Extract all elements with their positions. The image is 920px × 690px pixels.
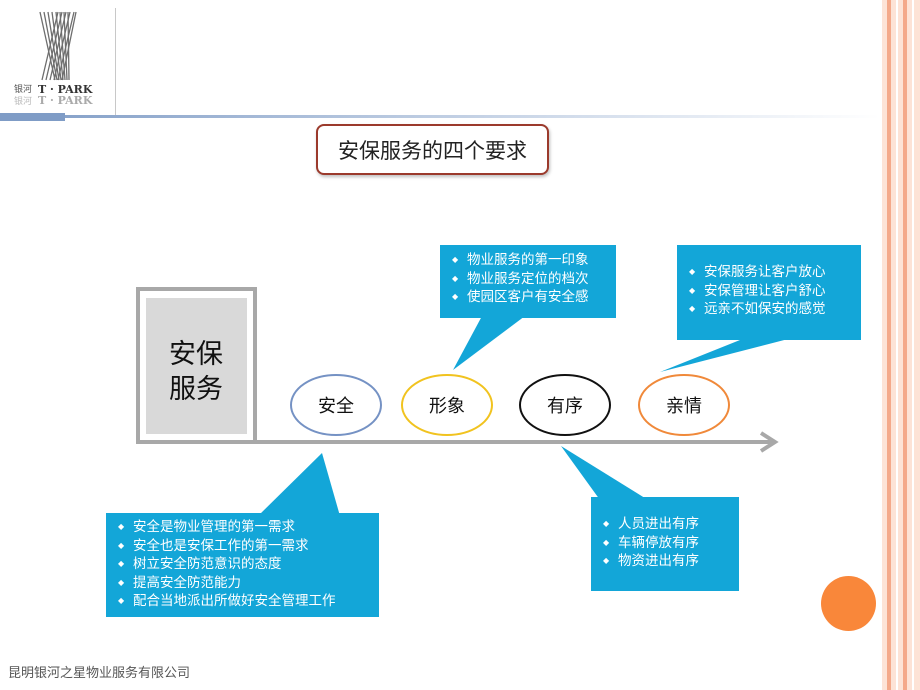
callout-family-item: 安保管理让客户舒心 [687,282,853,301]
callout-order: 人员进出有序 车辆停放有序 物资进出有序 [591,497,739,591]
callout-order-item: 人员进出有序 [601,515,731,534]
node-safety-label: 安全 [318,396,354,417]
right-border-stripe [903,0,907,690]
decorative-orange-circle [821,576,876,631]
node-safety [290,374,382,436]
logo-cn-name-reflection: 银河 [14,95,32,107]
callout-order-item: 车辆停放有序 [601,534,731,553]
page-title: 安保服务的四个要求 [316,124,549,175]
callout-safety-item: 配合当地派出所做好安全管理工作 [116,592,371,611]
callout-safety-item: 树立安全防范意识的态度 [116,555,371,574]
callout-image-item: 物业服务的第一印象 [450,251,608,270]
header-divider [0,113,880,121]
right-border-stripe [887,0,891,690]
callout-image-item: 物业服务定位的档次 [450,270,608,289]
callout-family-item: 安保服务让客户放心 [687,263,853,282]
company-logo: 银河 T · PARK 银河 T · PARK [14,11,93,107]
callout-safety-item: 安全是物业管理的第一需求 [116,518,371,537]
node-order [519,374,611,436]
callout-safety: 安全是物业管理的第一需求 安全也是安保工作的第一需求 树立安全防范意识的态度 提… [106,513,379,617]
right-border-stripe [896,0,898,690]
right-border-stripe [912,0,914,690]
logo-divider [115,8,116,116]
timeline-arrow-head [759,431,779,453]
node-image-label: 形象 [429,396,465,417]
callout-order-pointer [561,446,648,500]
callout-family: 安保服务让客户放心 安保管理让客户舒心 远亲不如保安的感觉 [677,245,861,340]
callout-safety-pointer [258,453,340,516]
main-box-frame [136,287,257,444]
node-family [638,374,730,436]
main-box-line2: 服务 [169,374,223,405]
callout-family-pointer [660,338,792,372]
node-order-label: 有序 [547,396,583,417]
callout-order-item: 物资进出有序 [601,552,731,571]
callout-image-item: 使园区客户有安全感 [450,288,608,307]
main-box-fill [146,298,247,434]
logo-brand: T · PARK [38,83,93,96]
footer-company-name: 昆明银河之星物业服务有限公司 [8,666,191,681]
node-family-label: 亲情 [666,396,702,417]
logo-brand-reflection: T · PARK [38,94,93,107]
callout-family-item: 远亲不如保安的感觉 [687,300,853,319]
callout-image-pointer [453,316,525,370]
main-box-line1: 安保 [169,339,223,370]
callout-image: 物业服务的第一印象 物业服务定位的档次 使园区客户有安全感 [440,245,616,318]
node-image [401,374,493,436]
callout-safety-item: 安全也是安保工作的第一需求 [116,537,371,556]
logo-cn-name: 银河 [14,83,32,95]
callout-safety-item: 提高安全防范能力 [116,574,371,593]
